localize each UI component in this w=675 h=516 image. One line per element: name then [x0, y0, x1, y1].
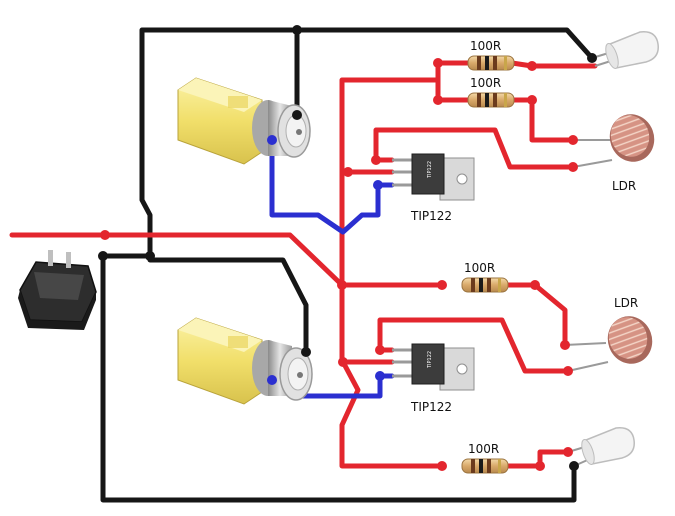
resistor-label-middle: 100R — [464, 261, 495, 275]
ldr-bottom — [564, 316, 653, 372]
led-top — [591, 31, 659, 69]
chip-label-top: TIP122 — [427, 161, 433, 179]
resistor-bottom — [461, 458, 509, 474]
motor-top — [177, 77, 311, 165]
resistor-label-bottom: 100R — [468, 442, 499, 456]
transistor-label-top: TIP122 — [410, 209, 452, 223]
transistor-top: TIP122 — [392, 153, 475, 201]
blue-junctions — [267, 135, 385, 385]
led-bottom — [567, 427, 635, 467]
ldr-label-top: LDR — [612, 179, 636, 193]
black-junctions — [98, 25, 597, 471]
ldr-top — [572, 114, 655, 168]
resistor-label-top-2: 100R — [470, 76, 501, 90]
transistor-label-bottom: TIP122 — [410, 400, 452, 414]
transistor-bottom: TIP122 — [392, 343, 475, 391]
rocker-switch — [18, 250, 97, 330]
resistor-top-1 — [467, 55, 515, 71]
resistor-top-2 — [467, 92, 515, 108]
chip-label-bottom: TIP122 — [427, 351, 433, 369]
resistor-middle — [461, 277, 509, 293]
resistor-label-top-1: 100R — [470, 39, 501, 53]
red-junctions — [100, 58, 578, 471]
ldr-label-bottom: LDR — [614, 296, 638, 310]
motor-bottom — [177, 317, 313, 405]
